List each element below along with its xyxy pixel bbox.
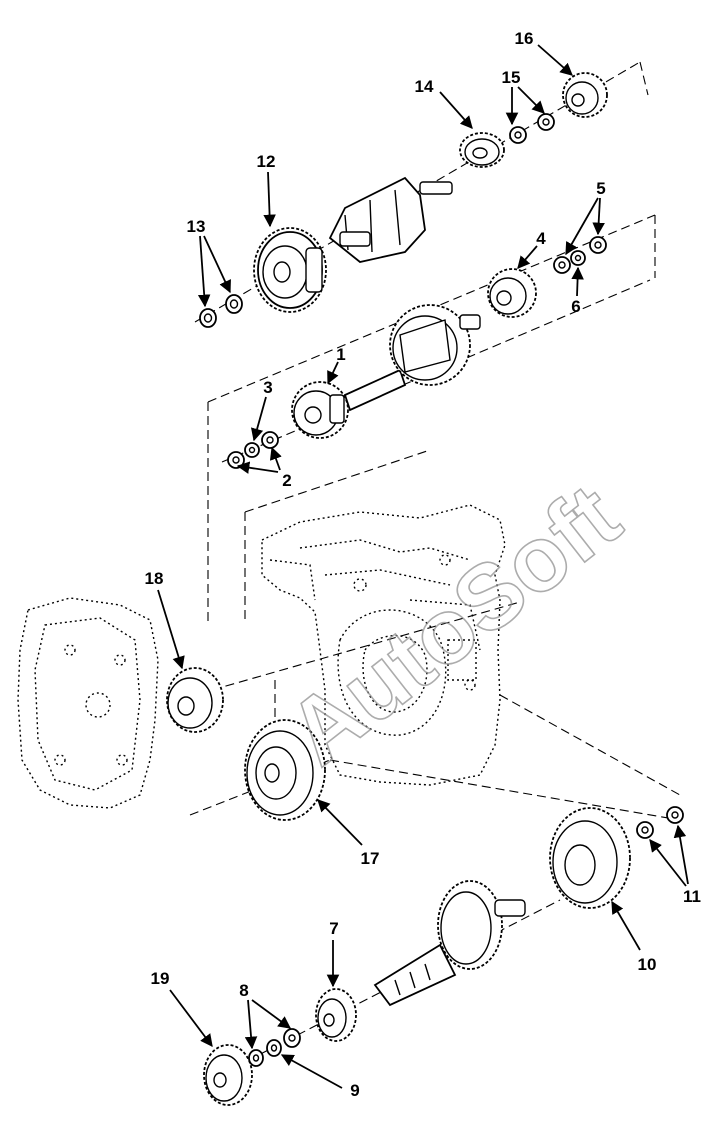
callout-7: 7 xyxy=(329,919,338,938)
callout-2: 2 xyxy=(282,471,291,490)
callout-16: 16 xyxy=(515,29,534,48)
watermark: AutoSoft xyxy=(269,464,639,785)
upper-shaft-assembly xyxy=(199,72,608,328)
callout-12: 12 xyxy=(257,152,276,171)
callout-8: 8 xyxy=(239,981,248,1000)
callout-1: 1 xyxy=(336,345,345,364)
callout-15: 15 xyxy=(502,68,521,87)
middle-shaft-assembly xyxy=(227,236,607,469)
callout-5: 5 xyxy=(596,179,605,198)
callout-17: 17 xyxy=(361,849,380,868)
callout-9: 9 xyxy=(350,1081,359,1100)
callout-18: 18 xyxy=(145,569,164,588)
callout-labels: 16 15 14 12 13 5 6 4 1 3 2 18 17 11 10 7… xyxy=(145,29,701,1100)
callout-6: 6 xyxy=(571,297,580,316)
leader-lines xyxy=(157,44,689,1089)
dashed-assembly-lines xyxy=(189,61,681,1081)
front-timing-cover xyxy=(17,597,159,809)
callout-14: 14 xyxy=(415,77,434,96)
crank-and-idler-gears xyxy=(166,667,326,821)
callout-3: 3 xyxy=(263,378,272,397)
callout-10: 10 xyxy=(638,955,657,974)
callout-13: 13 xyxy=(187,217,206,236)
watermark-text: AutoSoft xyxy=(270,465,639,784)
callout-19: 19 xyxy=(151,969,170,988)
callout-4: 4 xyxy=(536,229,546,248)
callout-11: 11 xyxy=(683,887,701,906)
engine-block-housing xyxy=(261,504,506,786)
lower-shaft-assembly xyxy=(203,806,684,1106)
